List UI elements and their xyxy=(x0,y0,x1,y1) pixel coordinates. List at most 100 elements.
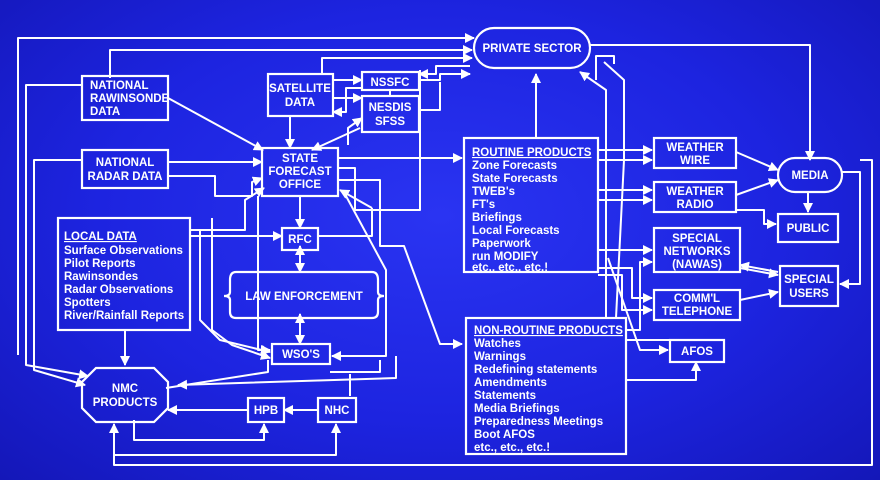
nonroutine-item: Boot AFOS xyxy=(474,429,535,441)
connector-private-nonroutine xyxy=(603,61,625,319)
media-label: MEDIA xyxy=(791,170,828,182)
node-public: PUBLIC xyxy=(776,212,840,244)
node-hpb: HPB xyxy=(246,396,286,424)
sfo-line-1: STATE xyxy=(282,153,318,165)
connector-rfc-sfo xyxy=(339,189,373,209)
connector-sfo-wso xyxy=(257,196,271,355)
nonroutine-item: Watches xyxy=(474,338,521,350)
node-afos: AFOS xyxy=(668,338,726,364)
connector-nonroutine-afos xyxy=(626,361,701,381)
node-local-data: LOCAL DATA Surface Observations Pilot Re… xyxy=(56,216,192,332)
node-nhc: NHC xyxy=(316,396,358,424)
hpb-label: HPB xyxy=(254,405,278,417)
node-wsos: WSO'S xyxy=(270,342,332,366)
connector-nssfc-satellite xyxy=(332,87,362,117)
routine-item: FT's xyxy=(472,199,495,211)
telephone-line-1: COMM'L xyxy=(674,293,720,305)
node-special-users: SPECIAL USERS xyxy=(778,264,840,308)
node-state-forecast-office: STATE FORECAST OFFICE xyxy=(260,146,340,198)
node-national-radar: NATIONAL RADAR DATA xyxy=(80,148,170,190)
local-data-item: River/Rainfall Reports xyxy=(64,310,184,322)
connector-radio-public xyxy=(736,209,777,229)
local-data-item: Radar Observations xyxy=(64,284,173,296)
wsos-label: WSO'S xyxy=(282,349,320,361)
local-data-item: Surface Observations xyxy=(64,245,183,257)
weather-wire-line-2: WIRE xyxy=(680,155,710,167)
routine-item: Local Forecasts xyxy=(472,225,560,237)
connector-local-wso xyxy=(199,230,271,355)
connector-radar-sfo-2 xyxy=(168,175,263,197)
connector-nmc-hpb xyxy=(133,420,269,441)
routine-item: run MODIFY xyxy=(472,251,539,263)
nonroutine-item: etc., etc., etc.! xyxy=(474,442,550,454)
connector-nssfc-private-a xyxy=(419,69,471,81)
nonroutine-item: Redefining statements xyxy=(474,364,597,376)
connector-media-specialusers xyxy=(839,171,861,289)
nonroutine-item: Warnings xyxy=(474,351,526,363)
connector-left-loop-private xyxy=(17,33,475,355)
networks-line-1: SPECIAL xyxy=(672,233,722,245)
routine-item: Paperwork xyxy=(472,238,531,250)
rawinsonde-line-1: NATIONAL xyxy=(90,80,149,92)
node-rfc: RFC xyxy=(280,226,320,252)
rfc-label: RFC xyxy=(288,234,312,246)
routine-item: Briefings xyxy=(472,212,522,224)
telephone-line-2: TELEPHONE xyxy=(662,306,733,318)
networks-line-3: (NAWAS) xyxy=(672,259,722,271)
special-users-line-1: SPECIAL xyxy=(784,274,834,286)
nonroutine-item: Statements xyxy=(474,390,536,402)
connector-radio-media xyxy=(735,178,779,196)
local-data-item: Rawinsondes xyxy=(64,271,138,283)
node-law-enforcement: LAW ENFORCEMENT xyxy=(223,270,385,320)
connector-nesdis-sfo xyxy=(347,117,363,145)
connectors xyxy=(17,33,873,466)
weather-wire-line-1: WEATHER xyxy=(666,142,724,154)
rawinsonde-line-3: DATA xyxy=(90,106,120,118)
special-users-line-2: USERS xyxy=(789,288,829,300)
nssfc-label: NSSFC xyxy=(371,77,410,89)
connector-nonroutine-networks xyxy=(626,257,653,331)
connector-sfo-wso-2 xyxy=(331,195,387,361)
connector-wso-nhc-up xyxy=(330,360,381,373)
local-data-item: Spotters xyxy=(64,297,111,309)
law-enforcement-brace xyxy=(223,270,385,320)
node-routine-products: ROUTINE PRODUCTS Zone Forecasts State Fo… xyxy=(462,136,600,274)
connector-routine-telephone xyxy=(598,267,653,303)
node-non-routine-products: NON-ROUTINE PRODUCTS Watches Warnings Re… xyxy=(464,316,628,456)
networks-line-2: NETWORKS xyxy=(663,246,730,258)
connector-private-nssfc xyxy=(418,65,470,79)
connector-right-loop-nmc xyxy=(109,159,873,466)
node-media: MEDIA xyxy=(776,156,844,194)
sfo-line-2: FORECAST xyxy=(268,166,331,178)
connector-private-media xyxy=(590,44,815,161)
satellite-line-1: SATELLITE xyxy=(269,83,331,95)
private-sector-label: PRIVATE SECTOR xyxy=(482,43,582,55)
connector-specialusers-networks xyxy=(739,261,779,273)
satellite-line-2: DATA xyxy=(285,97,315,109)
routine-item: Zone Forecasts xyxy=(472,160,557,172)
routine-item: etc., etc., etc.! xyxy=(472,262,548,274)
connector-rawinsonde-nmc xyxy=(25,84,89,380)
node-national-rawinsonde: NATIONAL RAWINSONDE DATA xyxy=(80,74,170,122)
connector-nesdis-private xyxy=(419,82,441,111)
connector-routine-afos xyxy=(607,257,669,355)
routine-item: State Forecasts xyxy=(472,173,558,185)
routine-item: TWEB's xyxy=(472,186,515,198)
node-satellite-data: SATELLITE DATA xyxy=(266,72,335,118)
node-weather-radio: WEATHER RADIO xyxy=(652,180,738,214)
connector-local-wso-2 xyxy=(211,218,271,360)
afos-label: AFOS xyxy=(681,346,713,358)
connector-nonroutine-private xyxy=(579,71,607,318)
connector-wso-nmc xyxy=(177,356,397,390)
connector-nesdis-sfo-2 xyxy=(311,127,361,151)
node-private-sector: PRIVATE SECTOR xyxy=(472,26,592,70)
connector-wire-media xyxy=(735,151,779,172)
sfo-line-3: OFFICE xyxy=(279,179,321,191)
connector-nmc-wso xyxy=(165,360,269,389)
radar-line-1: NATIONAL xyxy=(96,157,155,169)
nesdis-line-1: NESDIS xyxy=(369,102,412,114)
nonroutine-item: Media Briefings xyxy=(474,403,560,415)
node-nesdis-sfss: NESDIS SFSS xyxy=(360,94,421,134)
